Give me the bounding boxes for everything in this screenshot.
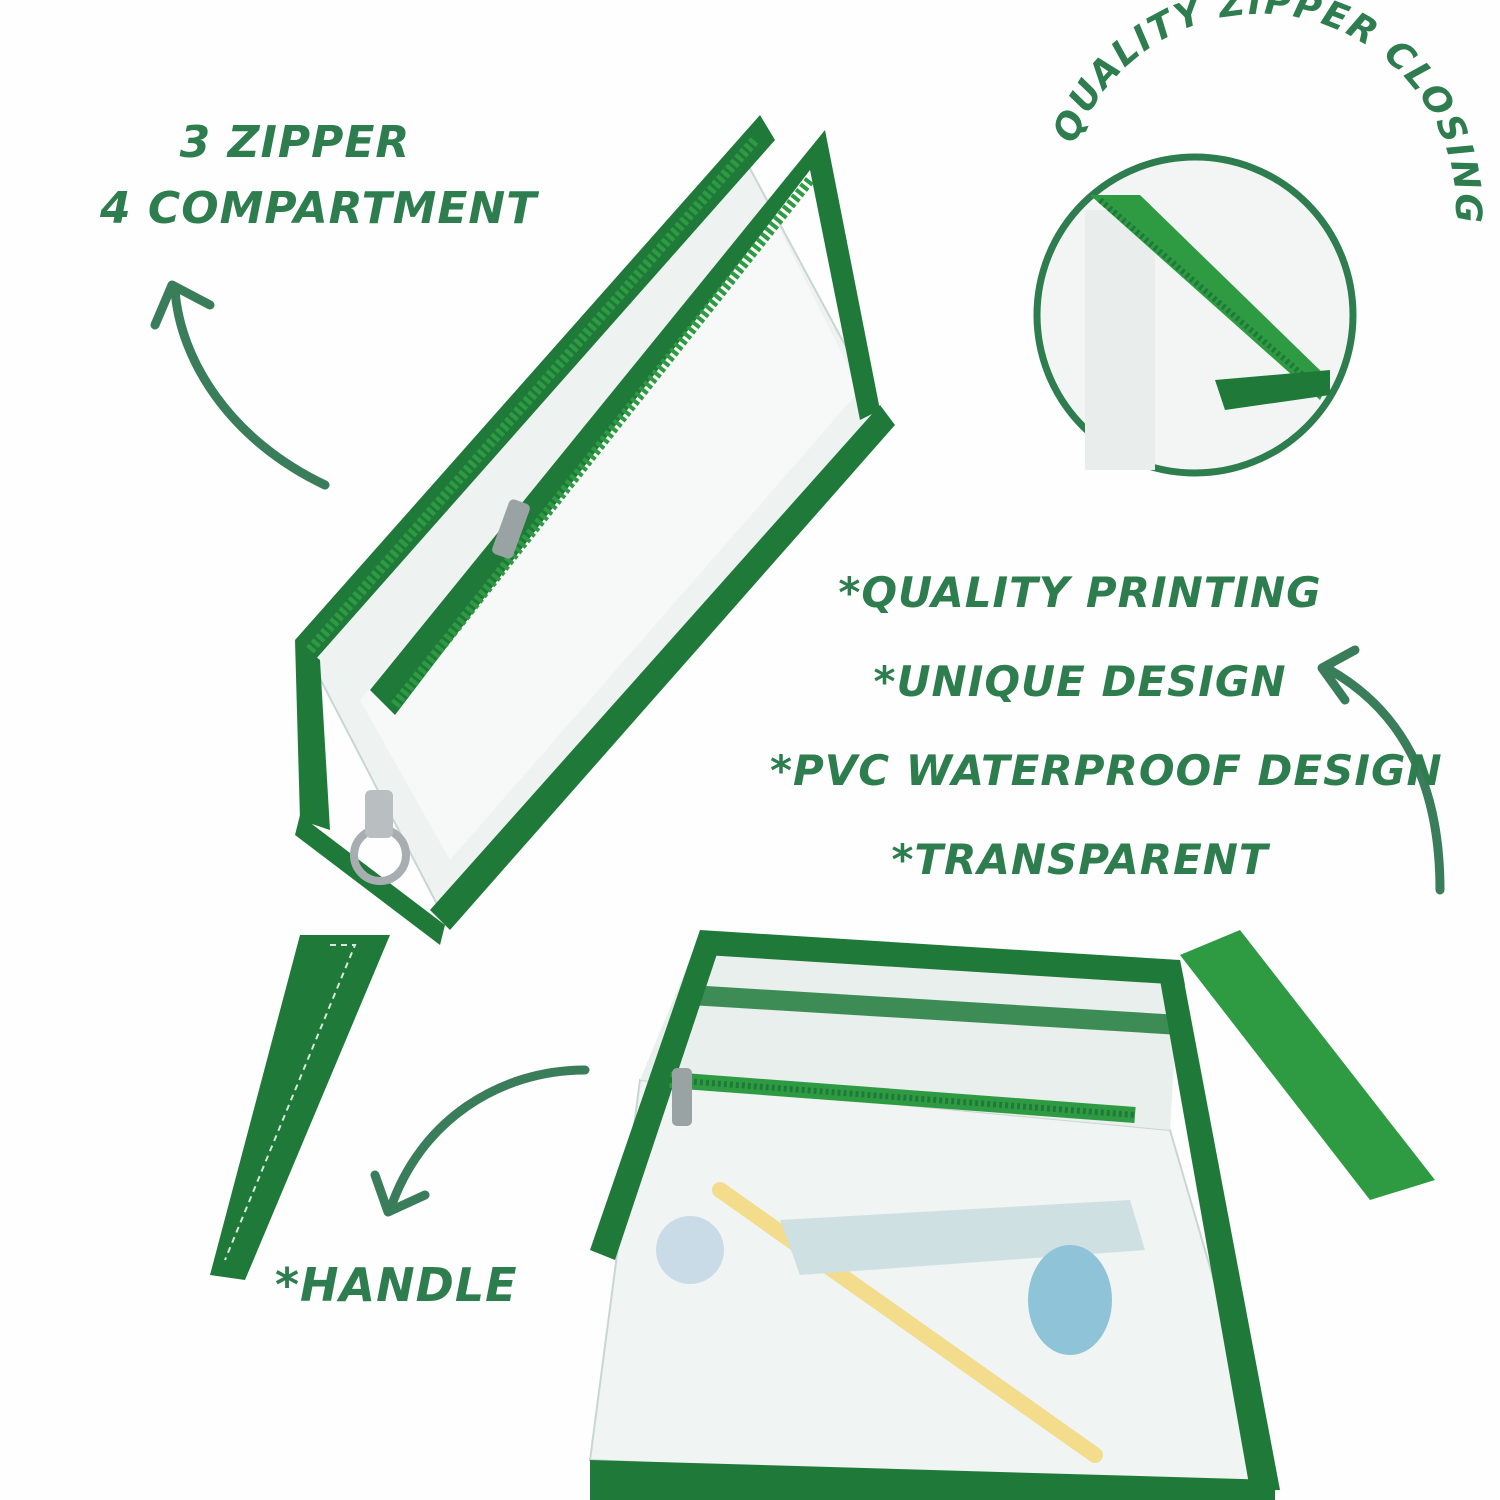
end-binding <box>295 640 330 830</box>
zipper-zoom <box>1033 153 1357 477</box>
zipper-pull <box>492 499 530 559</box>
handle-strap <box>210 935 390 1280</box>
pencil-case-lower <box>588 930 1435 1500</box>
feature-transparent: *TRANSPARENT <box>891 835 1269 884</box>
clear-pvc-inner <box>360 210 860 860</box>
zoom-pvc <box>1085 210 1155 470</box>
sticker <box>656 1216 724 1284</box>
eraser <box>1028 1245 1112 1355</box>
handle-label: *HANDLE <box>275 1258 518 1312</box>
feature-design: *UNIQUE DESIGN <box>873 657 1287 706</box>
pencil-case-upper <box>210 115 895 1280</box>
handle-stitch <box>224 944 357 1261</box>
loose-zipper-strap <box>1180 930 1435 1200</box>
feature-printing: *QUALITY PRINTING <box>838 568 1322 617</box>
curved-arrow-icon <box>170 285 330 490</box>
compartment-label: 3 ZIPPER 4 COMPARTMENT <box>100 110 538 242</box>
curved-arrow-icon <box>1325 665 1445 895</box>
lower-stripe <box>690 985 1180 1035</box>
compartment-line-2: 4 COMPARTMENT <box>100 183 538 234</box>
compartment-line-1: 3 ZIPPER <box>179 117 411 168</box>
arrow-head-2 <box>1317 645 1360 705</box>
arrows <box>150 280 1445 1217</box>
arrow-head-3 <box>370 1170 430 1217</box>
zoom-binding <box>1215 370 1330 410</box>
clip <box>365 790 393 838</box>
lower-bottom-binding <box>590 1460 1275 1500</box>
bottom-edge-binding <box>430 405 895 930</box>
lower-top-binding <box>700 930 1185 985</box>
front-clear-panel <box>588 1078 1277 1492</box>
front-zipper-pull <box>672 1068 692 1126</box>
arrow-head-1 <box>150 280 215 330</box>
zipper-track-1 <box>306 136 759 654</box>
lower-left-binding <box>590 930 720 1260</box>
curved-arrow-icon <box>385 1065 590 1215</box>
lower-right-binding <box>1160 960 1280 1490</box>
pencil <box>712 1182 1103 1463</box>
feature-list: *QUALITY PRINTING *UNIQUE DESIGN *PVC WA… <box>770 568 1443 924</box>
zoom-circle-icon <box>1033 153 1357 477</box>
feature-waterproof: *PVC WATERPROOF DESIGN <box>770 746 1443 795</box>
front-zipper <box>669 1072 1136 1123</box>
